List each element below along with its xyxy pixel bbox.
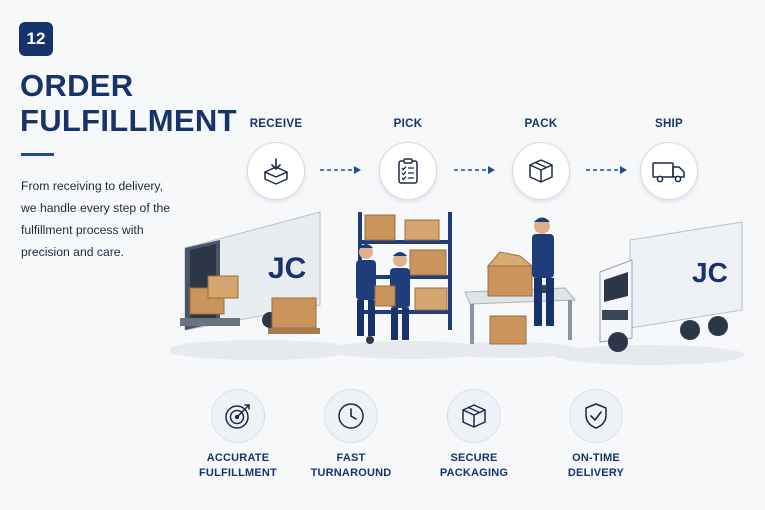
shipping-truck: JC <box>599 221 743 352</box>
step-label: PACK <box>524 118 558 130</box>
feature-secure-packaging: SECURE PACKAGING <box>419 389 529 481</box>
arrow-right-icon <box>454 166 495 174</box>
title-line-1: ORDER <box>20 68 134 103</box>
warehouse-illustration: JC <box>170 200 750 370</box>
packing-station <box>464 217 577 345</box>
feature-fast-turnaround: FAST TURNAROUND <box>296 389 406 481</box>
step-label: RECEIVE <box>249 118 303 130</box>
clock-icon <box>324 389 378 443</box>
shield-check-icon <box>569 389 623 443</box>
feature-accurate-fulfillment: ACCURATE FULFILLMENT <box>183 389 293 481</box>
arrow-right-icon <box>586 166 627 174</box>
feature-label: FAST TURNAROUND <box>310 452 392 479</box>
target-icon <box>211 389 265 443</box>
clipboard-checklist-icon <box>379 142 437 200</box>
slide-number-badge: 12 <box>19 22 53 56</box>
feature-label: ACCURATE FULFILLMENT <box>199 452 277 479</box>
truck-logo: JC <box>268 252 306 285</box>
title-underline <box>21 153 54 156</box>
step-receive: RECEIVE <box>231 118 321 200</box>
feature-label: ON-TIME DELIVERY <box>567 452 625 479</box>
box-icon <box>512 142 570 200</box>
description-text: From receiving to delivery, we handle ev… <box>21 179 171 259</box>
step-pack: PACK <box>496 118 586 200</box>
feature-on-time-delivery: ON-TIME DELIVERY <box>541 389 651 481</box>
title-line-2: FULFILLMENT <box>20 103 237 138</box>
inbox-download-icon <box>247 142 305 200</box>
step-label: SHIP <box>654 118 684 130</box>
page-title: ORDER FULFILLMENT <box>20 68 240 138</box>
box-icon <box>447 389 501 443</box>
step-pick: PICK <box>363 118 453 200</box>
feature-label: SECURE PACKAGING <box>439 452 509 479</box>
truck-logo: JC <box>692 257 728 288</box>
receiving-truck: JC <box>180 211 321 334</box>
warehouse-workers <box>356 244 410 344</box>
step-label: PICK <box>393 118 423 130</box>
delivery-truck-icon <box>640 142 698 200</box>
arrow-right-icon <box>320 166 361 174</box>
step-ship: SHIP <box>624 118 714 200</box>
